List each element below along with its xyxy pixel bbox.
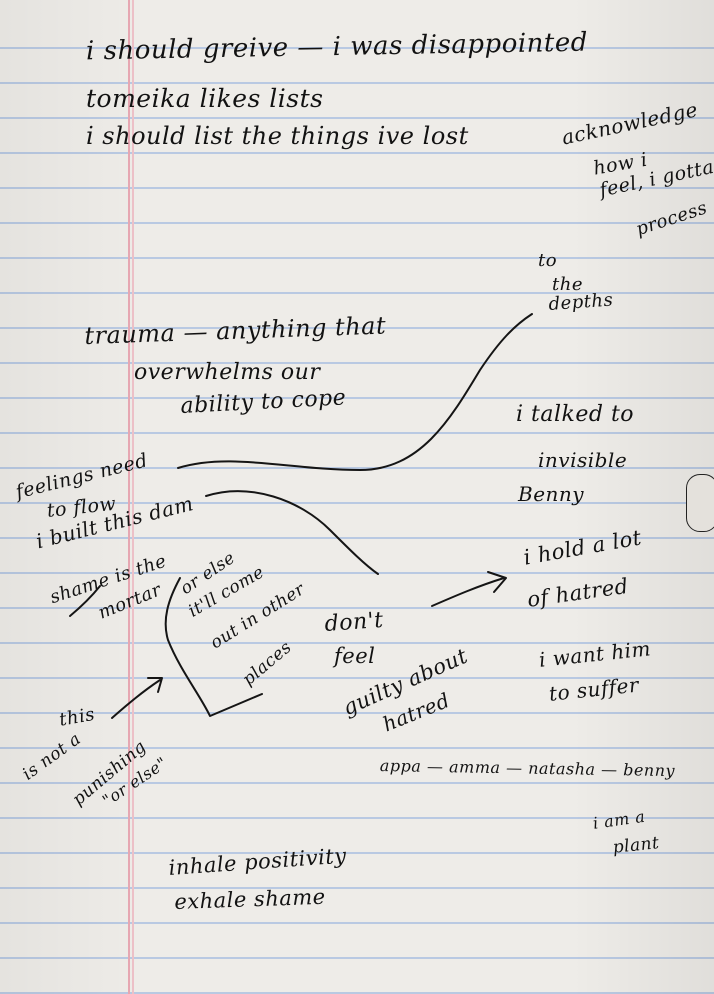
shame-underline [69,585,101,617]
this-arrow-head [147,677,163,693]
dam-curve [205,490,379,575]
swoosh-line [177,313,533,471]
note-line: the [552,274,583,295]
note-line: tomeika likes lists [86,84,324,113]
doodle-sketch [686,474,714,532]
note-line: i talked to [516,402,635,427]
bracket-line [164,577,263,717]
note-line: to [538,250,558,271]
note-line: Benny [518,482,585,506]
note-line: invisible [538,448,628,472]
hatred-arrow-head [487,571,507,593]
this-arrow [111,679,161,719]
margin-line [128,0,130,994]
note-line: overwhelms our [134,360,321,385]
note-line: feel [334,644,376,668]
note-line: i should list the things ive lost [86,122,469,150]
hatred-arrow [431,577,505,607]
